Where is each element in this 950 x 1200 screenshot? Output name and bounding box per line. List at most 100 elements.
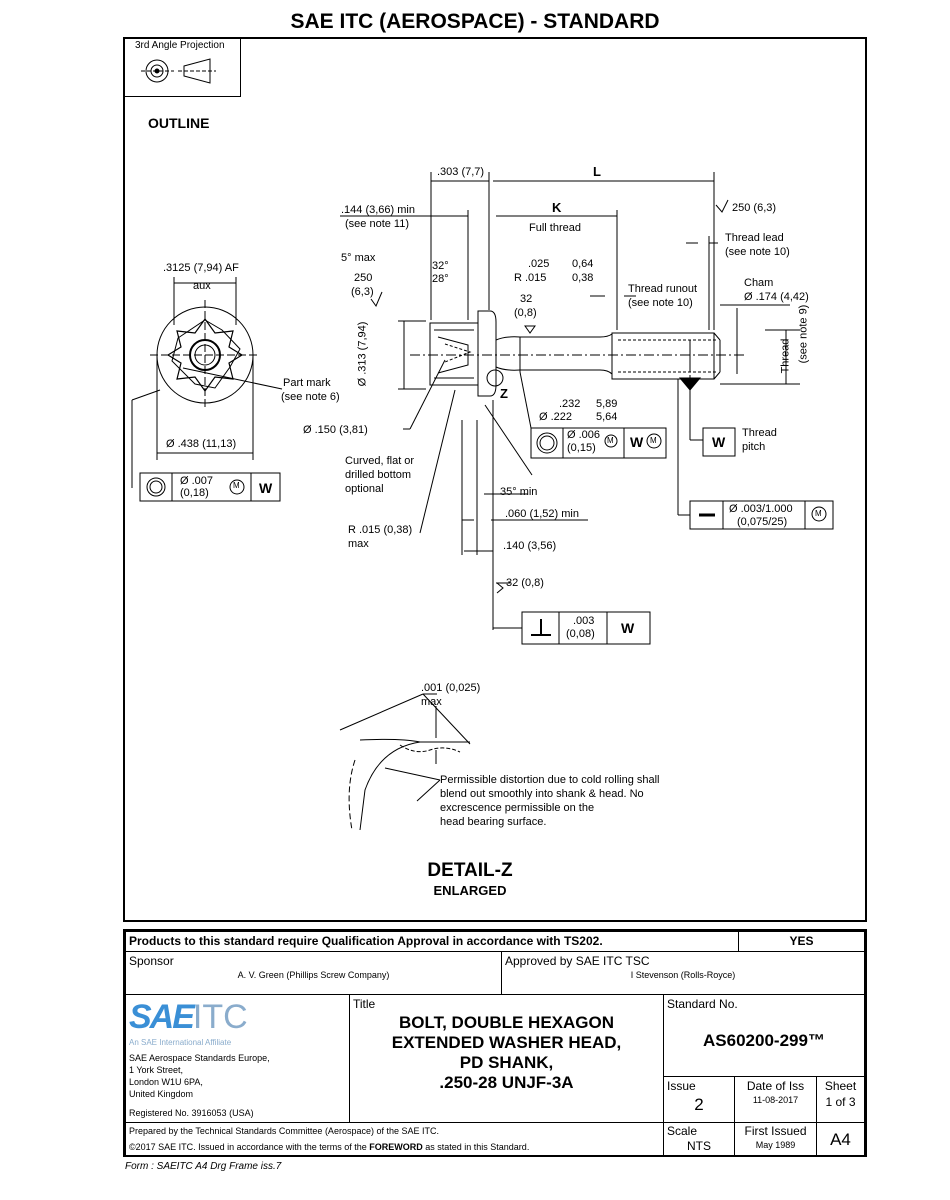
date-label: Date of Iss <box>746 1079 805 1093</box>
form-note: Form : SAEITC A4 Drg Frame iss.7 <box>125 1161 282 1172</box>
registered-no: Registered No. 3916053 (USA) <box>129 1108 254 1118</box>
dim-L: L <box>593 164 601 179</box>
detail-title: DETAIL-Z <box>427 860 513 881</box>
logo-affiliate: An SAE International Affiliate <box>129 1038 232 1047</box>
radius-015: R .015 <box>514 272 547 284</box>
outline-heading: OUTLINE <box>148 115 210 131</box>
address-4: United Kingdom <box>129 1089 194 1099</box>
dim-064: 0,64 <box>572 258 594 270</box>
distortion-note-4: head bearing surface. <box>440 816 547 828</box>
angle-35: 35° min <box>500 486 538 498</box>
head-end-view <box>131 277 283 488</box>
straightness-tol: Ø .003/1.000 <box>729 503 793 515</box>
scale-cell: Scale NTS <box>663 1122 735 1157</box>
dim-144: .144 (3,66) min <box>341 204 415 216</box>
fcf2-tol: Ø .006 <box>567 429 601 441</box>
cham-dia: Ø .174 (4,42) <box>744 291 809 303</box>
perp-tol: .003 <box>573 615 595 627</box>
angle-28: 28° <box>432 273 449 285</box>
curved-note-3: optional <box>345 483 384 495</box>
sheet-label: Sheet <box>824 1079 857 1093</box>
address-2: 1 York Street, <box>129 1065 184 1075</box>
date-cell: Date of Iss 11-08-2017 <box>734 1076 817 1123</box>
sheet-cell: Sheet 1 of 3 <box>816 1076 865 1123</box>
qualification-cell: Products to this standard require Qualif… <box>125 931 739 952</box>
title-label: Title <box>353 997 376 1011</box>
standard-no-cell: Standard No. AS60200-299™ <box>663 994 865 1077</box>
dim-K: K <box>552 200 562 215</box>
perp-datum: W <box>621 620 635 636</box>
note-10a: (see note 10) <box>725 246 790 258</box>
radius-038: 0,38 <box>572 272 594 284</box>
distortion-note-2: blend out smoothly into shank & head. No <box>440 788 644 800</box>
issue-label: Issue <box>667 1079 696 1093</box>
dia-313: Ø .313 (7,94) <box>356 321 369 387</box>
fcf2-datum-mod: M <box>650 436 657 445</box>
fcf1-tol-mm: (0,18) <box>180 487 209 499</box>
projection-box <box>123 37 241 97</box>
org-cell: SAEITC An SAE International Affiliate SA… <box>125 994 350 1123</box>
prepared-cell: Prepared by the Technical Standards Comm… <box>125 1122 664 1157</box>
title-line-1: BOLT, DOUBLE HEXAGON <box>398 1013 615 1032</box>
address-3: London W1U 6PA, <box>129 1077 203 1087</box>
standard-no-label: Standard No. <box>667 997 738 1011</box>
datum-w-box <box>678 375 736 457</box>
detail-z-view <box>339 693 471 831</box>
fcf1-tol: Ø .007 <box>180 475 214 487</box>
title-line-3: PD SHANK, <box>459 1053 554 1072</box>
head-dia-dim: Ø .438 (11,13) <box>166 438 237 450</box>
part-mark-label: Part mark <box>283 377 331 389</box>
approved-cell: Approved by SAE ITC TSC I Stevenson (Rol… <box>501 951 865 995</box>
sheet-value: 1 of 3 <box>825 1095 856 1109</box>
note-11: (see note 11) <box>345 218 410 230</box>
scale-value: NTS <box>687 1139 711 1153</box>
fcf1-datum: W <box>259 480 273 496</box>
cham-label: Cham <box>744 277 774 289</box>
roughness-63-head: (6,3) <box>351 286 374 298</box>
thread-lead-label: Thread lead <box>725 232 784 244</box>
prepared-text: Prepared by the Technical Standards Comm… <box>129 1126 439 1136</box>
fcf-straightness <box>677 379 834 530</box>
five-deg-max: 5° max <box>341 252 376 264</box>
roughness-08: (0,8) <box>514 307 537 319</box>
detail-max: max <box>421 696 442 708</box>
fcf-shank-position <box>519 371 667 459</box>
full-thread-label: Full thread <box>529 222 581 234</box>
sponsor-cell: Sponsor A. V. Green (Phillips Screw Comp… <box>125 951 502 995</box>
fcf2-mod: M <box>607 436 614 445</box>
dim-025: .025 <box>528 258 550 270</box>
fcf1-mod: M <box>233 481 240 490</box>
angle-32: 32° <box>432 260 449 272</box>
approved-label: Approved by SAE ITC TSC <box>505 954 650 968</box>
sponsor-label: Sponsor <box>129 954 174 968</box>
roughness-250: 250 (6,3) <box>732 202 777 214</box>
perp-tol-mm: (0,08) <box>566 628 595 640</box>
shank-232: .232 <box>559 398 581 410</box>
note-9: (see note 9) <box>797 304 810 364</box>
thread-vert-label: Thread <box>779 338 792 374</box>
shank-589: 5,89 <box>596 398 618 410</box>
head-af-dim: .3125 (7,94) AF <box>163 262 239 274</box>
fcf2-datum: W <box>630 434 644 450</box>
curved-note-2: drilled bottom <box>345 469 412 481</box>
roughness-32-b: 32 (0,8) <box>506 577 544 589</box>
sponsor-name: A. V. Green (Phillips Screw Company) <box>237 970 390 980</box>
scale-label: Scale <box>667 1124 698 1138</box>
qualification-text: Products to this standard require Qualif… <box>129 934 603 948</box>
roughness-250-head: 250 <box>354 272 373 284</box>
qualification-value: YES <box>789 934 814 948</box>
max-label: max <box>348 538 369 550</box>
distortion-note-3: excrescence permissible on the <box>440 802 595 814</box>
detail-z-marker: Z <box>500 386 508 401</box>
projection-label: 3rd Angle Projection <box>135 40 225 51</box>
date-value: 11-08-2017 <box>752 1095 799 1105</box>
issue-value: 2 <box>694 1095 704 1114</box>
straightness-mod: M <box>815 509 822 518</box>
address-1: SAE Aerospace Standards Europe, <box>129 1053 270 1063</box>
radius-015-b: R .015 (0,38) <box>348 524 413 536</box>
issue-cell: Issue 2 <box>663 1076 735 1123</box>
first-issued-value: May 1989 <box>755 1140 796 1150</box>
page-title: SAE ITC (AEROSPACE) - STANDARD <box>290 10 660 33</box>
projection-symbol-icon <box>141 58 216 84</box>
copyright-text: ©2017 SAE ITC. Issued in accordance with… <box>129 1142 530 1152</box>
